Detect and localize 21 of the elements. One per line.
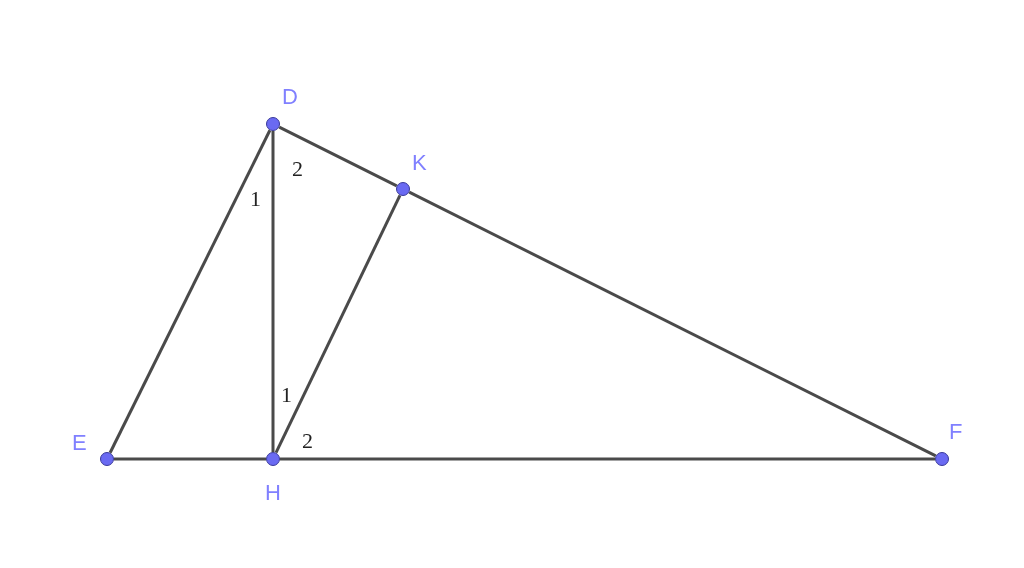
point-dot (396, 182, 410, 196)
point-label: F (949, 421, 963, 443)
point-label: H (265, 482, 281, 504)
line-segment (271, 131, 275, 452)
line-segment (280, 457, 935, 461)
line-segment (408, 190, 937, 458)
point-label: K (412, 152, 427, 174)
point-dot (266, 117, 280, 131)
point-dot (100, 452, 114, 466)
point-label: D (282, 86, 298, 108)
point-label: E (72, 432, 87, 454)
line-segment (278, 125, 398, 188)
line-segment (108, 129, 272, 454)
line-segment (274, 194, 402, 454)
line-segment (114, 457, 266, 461)
point-dot (935, 452, 949, 466)
angle-label: 2 (302, 430, 313, 452)
angle-label: 1 (250, 188, 261, 210)
point-dot (266, 452, 280, 466)
angle-label: 2 (292, 158, 303, 180)
angle-label: 1 (281, 384, 292, 406)
